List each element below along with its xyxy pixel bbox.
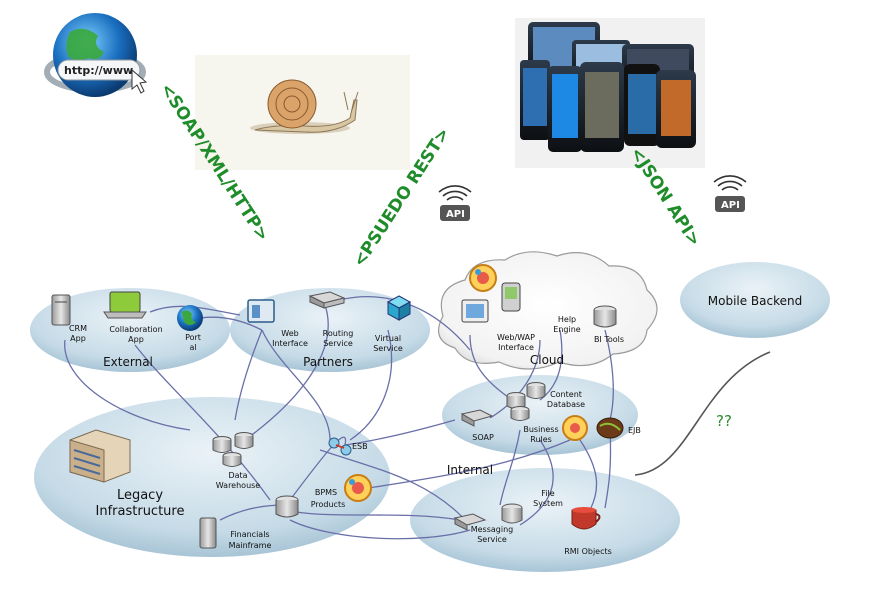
mobile-backend-label: Mobile Backend — [708, 294, 803, 308]
zone-partners — [230, 288, 430, 372]
financials-label-1: Financials — [230, 530, 269, 539]
api-badge-1-text: API — [446, 209, 465, 220]
rmi-coffee-icon — [571, 507, 601, 530]
zone-cloud-label: Cloud — [530, 353, 564, 367]
bi-tools-database-icon — [593, 305, 617, 328]
bpms-database-icon — [275, 495, 299, 518]
file-label-1: File — [541, 489, 554, 498]
messaging-service-icon — [453, 513, 487, 531]
zone-legacy-label-1: Legacy — [117, 488, 163, 503]
crm-label-1: CRM — [69, 324, 87, 333]
portal-label-2: al — [189, 343, 196, 352]
virtual-service-icon — [386, 295, 412, 321]
crm-server-icon — [51, 294, 71, 326]
messaging-label-2: Service — [477, 535, 507, 544]
soap-label: SOAP — [472, 433, 494, 442]
collab-label-1: Collaboration — [109, 325, 162, 334]
globe-icon: http://www — [44, 13, 148, 97]
web-interface-label-2: Interface — [272, 339, 308, 348]
rmi-label: RMI Objects — [564, 547, 612, 556]
mobile-backend-connector — [634, 351, 771, 476]
virtual-label-1: Virtual — [375, 334, 401, 343]
bpms-label-2: Products — [311, 500, 346, 509]
bpms-icon — [344, 474, 372, 502]
globe-url-text: http://www — [64, 64, 133, 77]
bpms-label-1: BPMS — [315, 488, 337, 497]
messaging-label-1: Messaging — [471, 525, 514, 534]
business-label-2: Rules — [530, 435, 552, 444]
zone-internal-lower — [410, 468, 680, 572]
web-interface-label-1: Web — [281, 329, 298, 338]
esb-connector-icon — [328, 437, 352, 456]
zone-external-label: External — [103, 355, 153, 369]
zone-internal-label: Internal — [447, 463, 493, 477]
crm-label-2: App — [70, 334, 86, 343]
laptop-icon — [103, 291, 147, 319]
content-label-2: Database — [547, 400, 585, 409]
help-label-1: Help — [558, 315, 576, 324]
connectors — [64, 296, 614, 540]
data-wh-label-2: Warehouse — [216, 481, 261, 490]
data-warehouse-icon — [212, 432, 254, 467]
help-label-2: Engine — [553, 325, 580, 334]
routing-service-icon — [308, 291, 346, 309]
virtual-label-2: Service — [373, 344, 403, 353]
routing-label-2: Service — [323, 339, 353, 348]
zone-external — [30, 288, 230, 372]
business-label-1: Business — [523, 425, 558, 434]
collab-label-2: App — [128, 335, 144, 344]
financials-label-2: Mainframe — [229, 541, 272, 550]
business-rules-icon — [562, 415, 588, 441]
zone-partners-label: Partners — [303, 355, 353, 369]
file-label-2: System — [533, 499, 563, 508]
portal-label-1: Port — [185, 333, 201, 342]
node-labels: CRM App Collaboration App Port al Web In… — [69, 315, 641, 556]
webwap-label-1: Web/WAP — [497, 333, 535, 342]
zone-internal-upper — [442, 375, 638, 455]
routing-label-1: Routing — [323, 329, 354, 338]
api-badge-json: API — [713, 175, 747, 212]
api-badge-psuedo-rest: API — [438, 185, 472, 221]
legacy-building-icon — [69, 429, 131, 483]
ejb-label: EJB — [628, 426, 641, 435]
bi-tools-label: BI Tools — [594, 335, 624, 344]
api-badge-2-text: API — [721, 200, 740, 211]
esb-label: ESB — [352, 442, 368, 451]
file-system-database-icon — [501, 503, 523, 524]
web-interface-icon — [247, 299, 275, 323]
mobile-backend-zone — [680, 262, 830, 338]
snail-illustration — [195, 55, 410, 170]
content-database-icon — [506, 382, 546, 421]
data-wh-label-1: Data — [228, 471, 247, 480]
cloud-app-icon — [469, 264, 497, 292]
mobile-devices-illustration — [515, 18, 705, 168]
ejb-bean-icon — [596, 417, 624, 439]
webwap-label-2: Interface — [498, 343, 534, 352]
soap-router-icon — [460, 409, 494, 427]
zone-legacy — [34, 397, 390, 557]
monitor-icon — [461, 299, 489, 323]
question-text: ?? — [716, 412, 732, 430]
mainframe-icon — [199, 517, 217, 549]
zone-legacy-label-2: Infrastructure — [96, 504, 185, 519]
content-label-1: Content — [550, 390, 582, 399]
portal-globe-icon — [177, 305, 203, 331]
pda-icon — [501, 282, 521, 312]
